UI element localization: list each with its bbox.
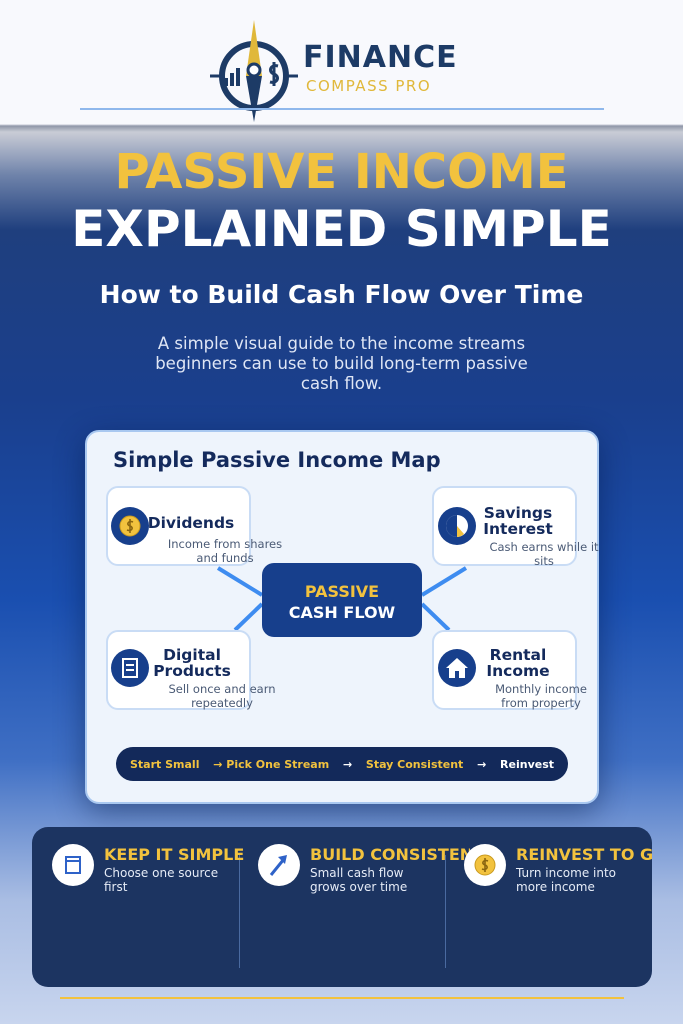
node-title: Rental Income (486, 646, 550, 680)
map-title: Simple Passive Income Map (113, 448, 441, 472)
tip-title: BUILD CONSISTEN (310, 845, 470, 864)
divider (445, 855, 446, 968)
step-pick-one-stream: → Pick One Stream (213, 757, 330, 771)
divider (239, 855, 240, 968)
step-stay-consistent: Stay Consistent (365, 757, 464, 771)
tip-desc: Choose one source first (104, 866, 219, 894)
brand-name: FINANCE (303, 40, 458, 75)
hero-description: A simple visual guide to the income stre… (155, 334, 528, 393)
growth-arrow-icon (258, 844, 300, 886)
footer-gold-line (60, 997, 624, 999)
coin-icon (111, 507, 149, 545)
tips-panel: KEEP IT SIMPLE Choose one source first B… (32, 827, 652, 987)
node-title: Dividends (147, 514, 235, 532)
node-desc: Income from shares and funds (167, 537, 283, 565)
tip-desc: Small cash flow grows over time (310, 866, 408, 894)
hero-title-line1: PASSIVE INCOME (114, 144, 569, 200)
step-arrow: → (342, 757, 353, 771)
node-title: Digital Products (153, 646, 231, 680)
node-desc: Monthly income from property (495, 682, 587, 710)
node-title: Savings Interest (483, 504, 553, 538)
step-start-small: Start Small (130, 757, 200, 771)
document-icon (111, 649, 149, 687)
pie-chart-icon (438, 507, 476, 545)
tip-desc: Turn income into more income (516, 866, 617, 894)
header-divider (80, 108, 604, 110)
tip-title: REINVEST TO G (516, 845, 652, 864)
hero-title-line2: EXPLAINED SIMPLE (71, 200, 612, 258)
step-reinvest: Reinvest (500, 757, 554, 771)
hero-subtitle: How to Build Cash Flow Over Time (99, 280, 584, 309)
coin-icon (464, 844, 506, 886)
step-arrow: → (477, 757, 487, 771)
center-line2: CASH FLOW (288, 603, 396, 622)
tip-title: KEEP IT SIMPLE (104, 845, 245, 864)
brand-tagline: COMPASS PRO (306, 77, 432, 95)
steps-bar: Start Small → Pick One Stream → Stay Con… (116, 747, 568, 781)
node-desc: Sell once and earn repeatedly (168, 682, 276, 710)
center-node-passive-cash-flow: PASSIVE CASH FLOW (262, 563, 422, 637)
window-icon (52, 844, 94, 886)
house-icon (438, 649, 476, 687)
center-line1: PASSIVE (304, 582, 380, 601)
node-desc: Cash earns while it sits (489, 540, 599, 568)
